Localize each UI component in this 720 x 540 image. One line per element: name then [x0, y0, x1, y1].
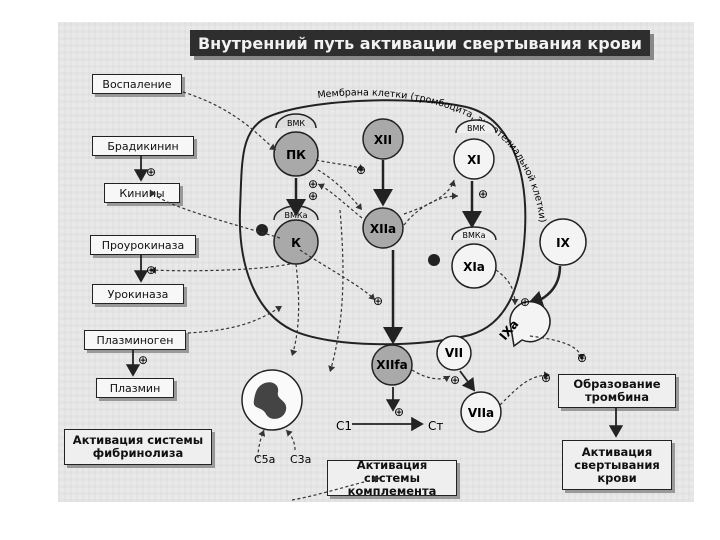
- bradykinin-box: Брадикинин: [92, 136, 194, 156]
- c5a-label: C5a: [254, 453, 275, 466]
- node-viia-label: VIIa: [468, 406, 494, 420]
- plus-5: ⊕: [308, 177, 318, 191]
- node-vii: [436, 335, 472, 371]
- hmk-cap-1: [275, 113, 317, 129]
- ct-label: Cт: [428, 419, 443, 433]
- node-ixa: [509, 300, 551, 348]
- node-xiifa: [371, 344, 413, 386]
- plus-7: ⊕: [478, 187, 488, 201]
- node-xiia: [362, 207, 404, 249]
- thrombin-box: Образование тромбина: [558, 374, 676, 408]
- node-xi-label: XI: [467, 153, 481, 167]
- node-xia-label: XIa: [463, 260, 485, 274]
- hmk-label-1: ВМК: [287, 119, 305, 128]
- dot-left: [256, 224, 268, 236]
- neutrophil-nucleus: [253, 382, 287, 419]
- node-xiifa-label: XIIfa: [376, 358, 408, 372]
- dashed-arrows: [149, 91, 585, 501]
- node-xii: [362, 118, 404, 160]
- plus-2: ⊕: [146, 263, 156, 277]
- c3a-label: C3a: [290, 453, 311, 466]
- coagulation-box: Активация свертывания крови: [562, 440, 672, 490]
- node-viia: [460, 391, 502, 433]
- node-ix: [539, 218, 587, 266]
- scan-background: [58, 22, 694, 502]
- prourokinase-box: Проурокиназа: [90, 235, 196, 255]
- fibrinolysis-box: Активация системы фибринолиза: [64, 429, 212, 465]
- node-vii-label: VII: [445, 346, 463, 360]
- node-xia: [451, 243, 497, 289]
- node-pk-label: ПК: [286, 148, 306, 162]
- node-xiia-label: XIIa: [370, 222, 396, 236]
- node-k-label: К: [291, 236, 301, 250]
- node-ix-label: IX: [556, 236, 570, 250]
- hmk-label-3: ВМК: [467, 124, 485, 133]
- cell-membrane: [238, 99, 527, 346]
- urokinase-box: Урокиназа: [92, 284, 184, 304]
- plasminogen-box: Плазминоген: [84, 330, 186, 350]
- inflammation-box: Воспаление: [92, 74, 182, 94]
- node-xi: [453, 138, 495, 180]
- plus-signs: ⊕ ⊕ ⊕ ⊕ ⊕ ⊕ ⊕ ⊕ ⊕ ⊕ ⊕ ⊕ ⊕: [138, 163, 587, 419]
- node-pk: [273, 131, 319, 177]
- hmk-cap-3: [455, 119, 497, 134]
- node-xii-label: XII: [374, 133, 392, 147]
- plus-1: ⊕: [146, 165, 156, 179]
- plus-4: ⊕: [356, 163, 366, 177]
- plus-13: ⊕: [394, 405, 404, 419]
- plus-3: ⊕: [138, 353, 148, 367]
- complement-box: Активация системы комплемента: [327, 458, 457, 497]
- plus-10: ⊕: [450, 373, 460, 387]
- dot-right: [428, 254, 440, 266]
- plus-6: ⊕: [308, 189, 318, 203]
- c1-label: C1: [336, 419, 352, 433]
- hmk-label-4: ВМКа: [463, 231, 486, 240]
- page-title: Внутренний путь активации свертывания кр…: [190, 30, 650, 56]
- hmk-cap-4: [451, 226, 497, 241]
- plus-11: ⊕: [541, 371, 551, 385]
- plus-12: ⊕: [577, 351, 587, 365]
- plasmin-box: Плазмин: [96, 378, 174, 398]
- plus-8: ⊕: [373, 294, 383, 308]
- plus-9: ⊕: [520, 295, 530, 309]
